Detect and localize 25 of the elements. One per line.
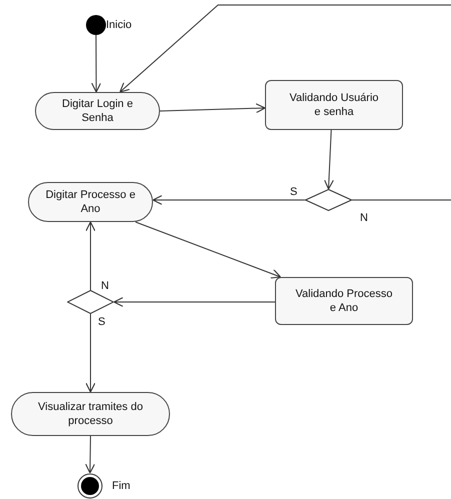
action-state: Digitar Login e Senha xyxy=(35,92,160,130)
action-state: Digitar Processo e Ano xyxy=(28,182,153,222)
arrow xyxy=(113,296,276,308)
arrow xyxy=(91,34,102,93)
action-state: Visualizar tramites do processo xyxy=(11,392,170,436)
arrow xyxy=(85,436,96,474)
arrow xyxy=(85,314,96,393)
initial-state xyxy=(86,15,106,35)
arrow xyxy=(152,194,306,206)
arrow xyxy=(135,222,282,279)
edge-label: N xyxy=(360,212,368,224)
state-label: Inicio xyxy=(106,19,132,31)
final-state xyxy=(77,473,103,499)
edge-label: S xyxy=(290,186,298,198)
edge-label: N xyxy=(101,280,109,292)
activity-box: Validando Processo e Ano xyxy=(275,277,413,325)
edge-label: S xyxy=(98,316,106,328)
decision-diamond xyxy=(67,290,114,314)
arrow xyxy=(324,130,334,190)
arrow xyxy=(160,103,266,114)
state-label: Fim xyxy=(112,480,130,492)
activity-box: Validando Usuário e senha xyxy=(265,80,403,130)
arrow xyxy=(119,4,451,200)
decision-diamond xyxy=(305,189,352,211)
arrow xyxy=(85,221,96,290)
